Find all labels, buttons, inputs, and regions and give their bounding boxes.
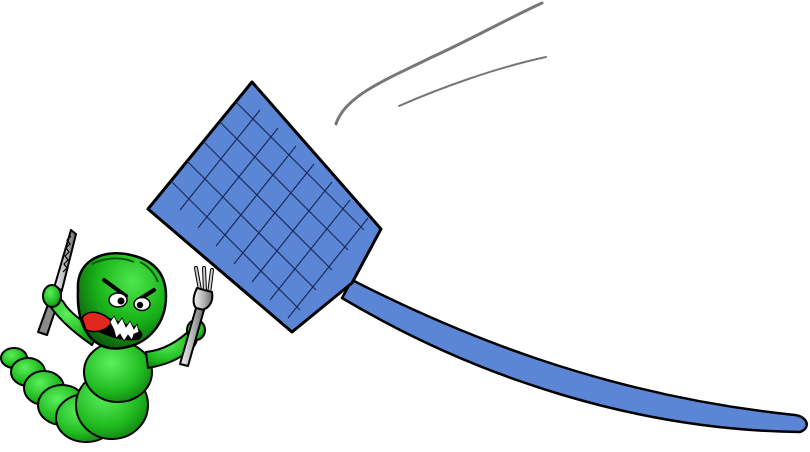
worm-head-ridge (91, 257, 135, 265)
worm-right-pupil (136, 301, 144, 309)
worm-body-segment (83, 341, 153, 403)
worm-left-pupil (117, 297, 125, 305)
fork (179, 266, 214, 367)
knife-blade (53, 229, 77, 291)
knife-serration (62, 235, 72, 273)
fork-head (192, 286, 214, 312)
swatter-mesh (169, 99, 369, 319)
motion-line-lower (398, 56, 547, 107)
fork-tines-shine (195, 267, 213, 295)
worm-head-ridge (139, 261, 159, 283)
worm-left-hand (42, 284, 62, 308)
angry-worm (0, 252, 206, 443)
worm-teeth (109, 315, 140, 342)
motion-line-upper (334, 1, 544, 126)
motion-lines (334, 1, 547, 126)
fork-handle (179, 307, 205, 367)
fly-swatter (146, 80, 808, 434)
swatter-handle (340, 278, 808, 434)
